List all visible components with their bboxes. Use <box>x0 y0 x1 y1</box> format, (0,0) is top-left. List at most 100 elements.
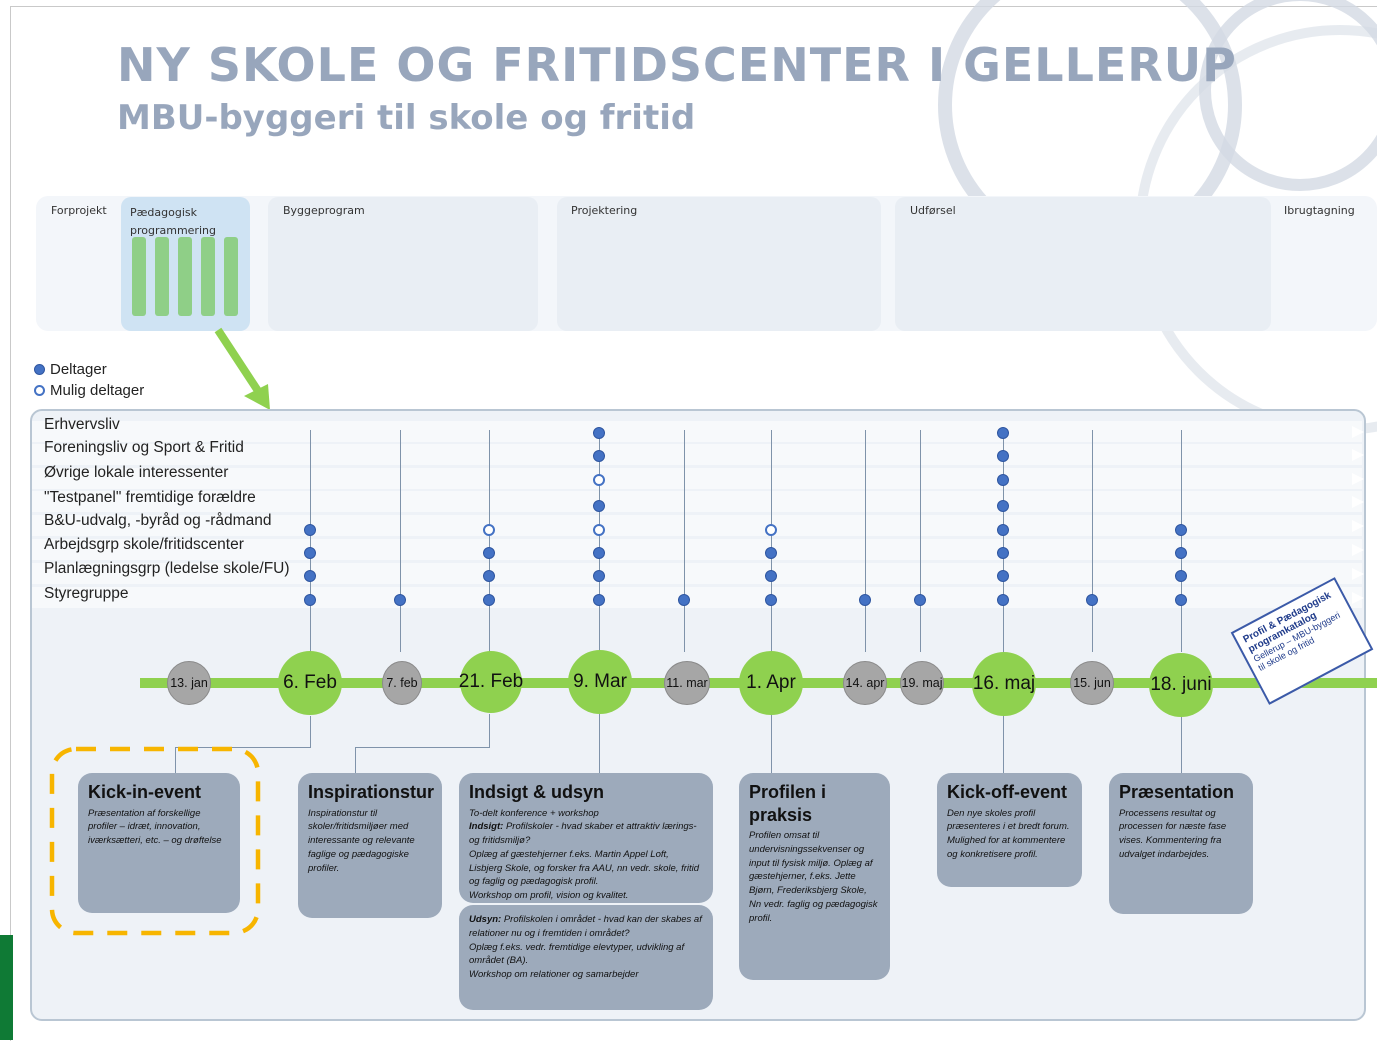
participant-dot-icon <box>997 474 1009 486</box>
card-body: Udsyn: Profilskolen i området - hvad kan… <box>469 913 703 982</box>
row-band <box>32 539 1362 560</box>
phase-box-udfoersel <box>895 197 1271 331</box>
row-arrow-icon <box>1352 544 1364 556</box>
card-line: Oplæg af gæstehjerner f.eks. Martin Appe… <box>469 848 700 888</box>
hollow-dot-icon <box>34 385 45 396</box>
connector <box>771 715 772 773</box>
legend-possible-label: Mulig deltager <box>50 382 145 399</box>
page-subtitle: MBU-byggeri til skole og fritid <box>117 98 696 138</box>
card-line: Workshop om profil, vision og kvalitet. <box>469 890 629 902</box>
phase-bar-segment <box>178 237 192 316</box>
card-profilen-i-praksis: Profilen i praksis Profilen omsat til un… <box>739 773 890 980</box>
event-18-juni: 18. juni <box>1149 653 1213 717</box>
card-body: Processens resultat og processen for næs… <box>1119 807 1227 860</box>
event-line <box>400 430 401 652</box>
card-body: Præsentation af forskellige profiler – i… <box>88 807 222 847</box>
row-band <box>32 444 1362 465</box>
participant-dot-icon <box>1175 524 1187 536</box>
event-13-jan: 13. jan <box>167 661 211 705</box>
card-title: Kick-off-event <box>947 782 1068 802</box>
participant-dot-icon <box>997 450 1009 462</box>
row-band <box>32 587 1362 608</box>
phase-label-paedagogisk: Pædagogisk programmering <box>130 206 216 237</box>
card-kick-in-event: Kick-in-event Præsentation af forskellig… <box>78 773 240 913</box>
event-14-apr: 14. apr <box>843 661 887 705</box>
card-udsyn: Udsyn: Profilskolen i området - hvad kan… <box>459 905 713 1010</box>
connector <box>355 747 356 773</box>
phase-bar-segment <box>155 237 169 316</box>
event-11-mar: 11. mar <box>664 661 710 705</box>
card-label: Udsyn: <box>469 914 502 925</box>
participant-dot-icon <box>997 547 1009 559</box>
participant-dot-icon <box>304 547 316 559</box>
row-band <box>32 515 1362 536</box>
legend-participant-label: Deltager <box>50 361 107 378</box>
phase-bar-segment <box>224 237 238 316</box>
phase-box-projektering <box>557 197 881 331</box>
connector <box>355 747 490 748</box>
event-9-mar: 9. Mar <box>568 650 632 714</box>
event-15-jun: 15. jun <box>1070 661 1114 705</box>
slide-frame <box>10 6 1377 1041</box>
row-band <box>32 563 1362 584</box>
event-line <box>1092 430 1093 652</box>
card-line: To-delt konference + workshop <box>469 807 599 819</box>
arrow-down-icon <box>214 327 270 410</box>
card-kick-off-event: Kick-off-event Den nye skoles profil præ… <box>937 773 1082 887</box>
possible-participant-dot-icon <box>593 474 605 486</box>
participant-dot-icon <box>304 570 316 582</box>
card-body: Den nye skoles profil præsenteres i et b… <box>947 807 1070 860</box>
possible-participant-dot-icon <box>765 524 777 536</box>
event-line <box>920 430 921 652</box>
card-title: Inspirationstur <box>308 782 435 802</box>
highlight-dashed-frame <box>49 746 261 936</box>
connector <box>175 747 176 775</box>
legend-participant: Deltager <box>34 361 107 378</box>
possible-participant-dot-icon <box>593 524 605 536</box>
phase-label-ibrugtagning: Ibrugtagning <box>1284 204 1355 217</box>
event-line <box>1181 430 1182 652</box>
card-line: Workshop om relationer og samarbejder <box>469 969 639 981</box>
row-band <box>32 468 1362 489</box>
participant-dot-icon <box>593 450 605 462</box>
participant-dot-icon <box>394 594 406 606</box>
participant-dot-icon <box>593 570 605 582</box>
card-body: Inspirationstur til skoler/fritidsmiljøe… <box>308 807 415 874</box>
card-line: Indsigt: Profilskoler - hvad skaber et a… <box>469 820 703 848</box>
row-arrow-icon <box>1352 568 1364 580</box>
card-text: Profilskoler - hvad skaber et attraktiv … <box>469 821 697 847</box>
participant-dot-icon <box>765 570 777 582</box>
row-label-arbejdsgrp: Arbejdsgrp skole/fritidscenter <box>44 536 244 553</box>
participant-dot-icon <box>593 500 605 512</box>
row-label-erhvervsliv: Erhvervsliv <box>44 416 120 433</box>
participant-dot-icon <box>593 594 605 606</box>
participant-dot-icon <box>997 500 1009 512</box>
participant-dot-icon <box>304 524 316 536</box>
participant-dot-icon <box>678 594 690 606</box>
row-label-oevrige: Øvrige lokale interessenter <box>44 464 229 481</box>
row-label-bu: B&U-udvalg, -byråd og -rådmand <box>44 512 272 529</box>
row-arrow-icon <box>1352 449 1364 461</box>
event-line <box>1003 430 1004 652</box>
row-band <box>32 491 1362 512</box>
participant-dot-icon <box>997 594 1009 606</box>
brand-edge <box>0 935 13 1040</box>
event-line <box>684 430 685 652</box>
connector <box>489 714 490 748</box>
participant-dot-icon <box>765 594 777 606</box>
row-arrow-icon <box>1352 426 1364 438</box>
card-title: Profilen i praksis <box>749 782 827 825</box>
card-body: To-delt konference + workshop Indsigt: P… <box>469 807 703 903</box>
row-label-testpanel: "Testpanel" fremtidige forældre <box>44 489 256 506</box>
event-19-maj: 19. maj <box>900 661 944 705</box>
participant-dot-icon <box>1175 547 1187 559</box>
card-inspirationstur: Inspirationstur Inspirationstur til skol… <box>298 773 442 918</box>
card-label: Indsigt: <box>469 821 504 833</box>
event-7-feb: 7. feb <box>382 661 422 705</box>
event-16-maj: 16. maj <box>972 652 1036 716</box>
card-title: Kick-in-event <box>88 782 202 802</box>
card-title: Præsentation <box>1119 782 1235 802</box>
participant-dot-icon <box>593 547 605 559</box>
participant-dot-icon <box>997 427 1009 439</box>
event-line <box>771 430 772 652</box>
